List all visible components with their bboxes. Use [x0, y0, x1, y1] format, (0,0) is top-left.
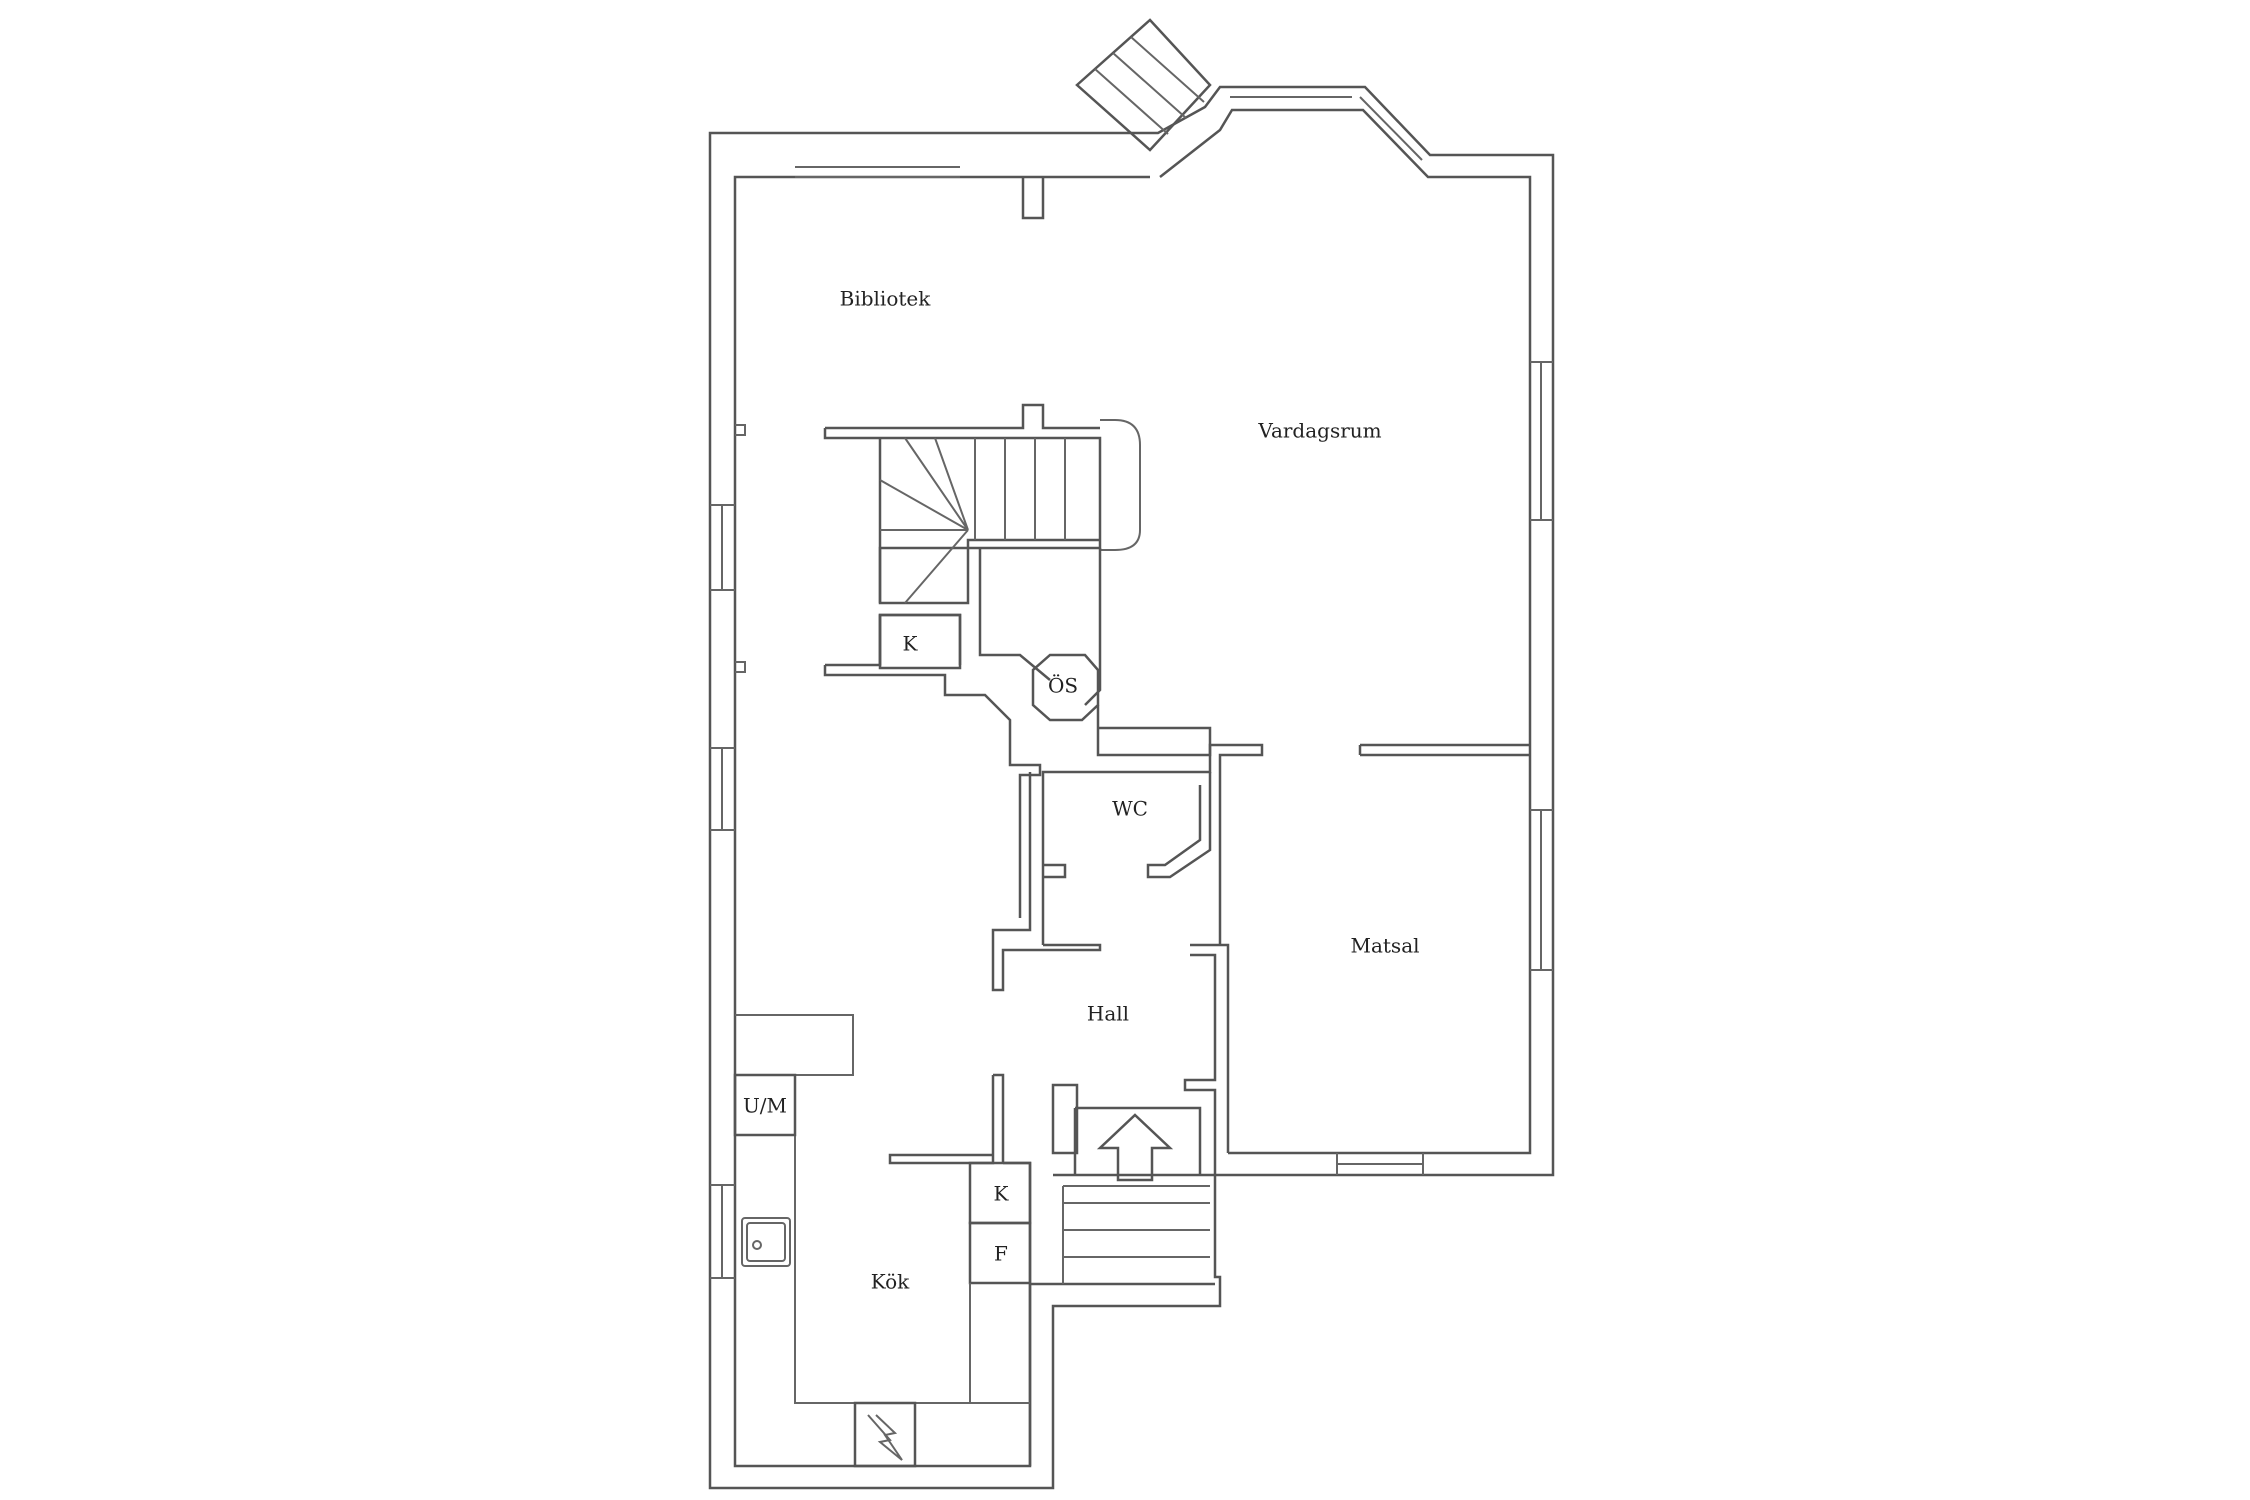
wall-stub-top	[1021, 177, 1045, 220]
kitchen-fixtures: U/M K F	[733, 1014, 1032, 1468]
room-label-wc: WC	[1112, 797, 1148, 821]
entrance	[1053, 1106, 1215, 1284]
um-box	[733, 1073, 797, 1137]
um-label: U/M	[743, 1094, 787, 1118]
room-label-bibliotek: Bibliotek	[840, 287, 932, 311]
room-label-matsal: Matsal	[1350, 934, 1419, 958]
kitchen-f-box	[968, 1221, 1032, 1285]
kitchen-k-label: K	[994, 1182, 1010, 1206]
room-label-hall: Hall	[1087, 1002, 1129, 1026]
closet-k-label: K	[903, 632, 919, 656]
kitchen-f-label: F	[994, 1242, 1008, 1266]
bay-window-element	[1075, 18, 1212, 152]
room-labels: Bibliotek Vardagsrum WC Matsal Hall Kök	[840, 287, 1420, 1294]
fireplace-icon	[853, 1401, 917, 1468]
os-chimney: ÖS	[978, 548, 1102, 722]
arrow-up-icon	[1096, 1113, 1174, 1182]
room-label-vardagsrum: Vardagsrum	[1257, 419, 1381, 443]
closet-k: K	[878, 613, 962, 670]
room-label-kok: Kök	[871, 1270, 910, 1294]
os-label: ÖS	[1048, 673, 1078, 698]
sink-icon	[741, 1217, 791, 1267]
outer-walls	[708, 85, 1555, 1490]
staircase-icon	[823, 403, 1141, 918]
interior-walls	[888, 705, 1530, 1466]
